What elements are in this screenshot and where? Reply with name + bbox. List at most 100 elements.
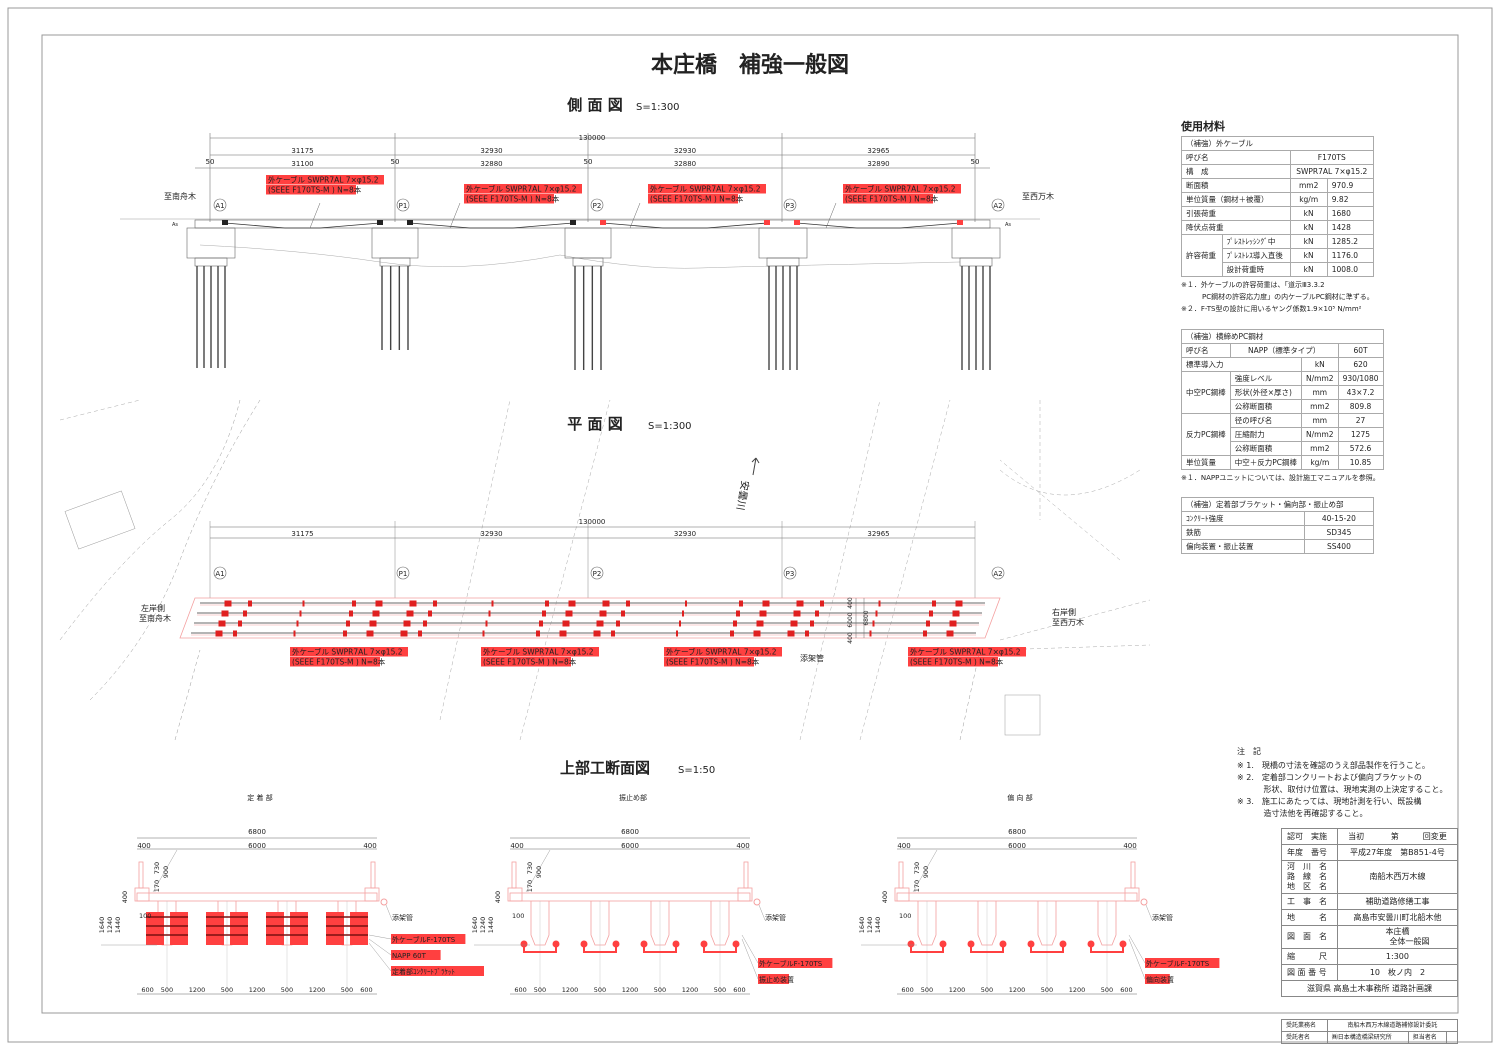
- table-cell: 公称断面積: [1229, 441, 1303, 456]
- table-cell: 809.8: [1337, 399, 1384, 414]
- cable-device-mark: [403, 620, 411, 627]
- bottom-dim: 500: [161, 986, 173, 994]
- cable-device-mark: [602, 600, 610, 607]
- title-block-value: 当初 第 回変更: [1336, 828, 1459, 845]
- support-a2-circle: [991, 198, 1005, 212]
- callout-leader: [1128, 934, 1146, 964]
- cable-device-mark: [352, 600, 356, 607]
- deviator-device: [1090, 944, 1124, 953]
- outer-border: [7, 7, 1493, 1043]
- right-bank-destination: 至西万木: [1052, 617, 1084, 627]
- side-cable-label-bg: [266, 175, 384, 185]
- cable-device-mark: [400, 630, 408, 637]
- cable-device-mark: [762, 600, 770, 607]
- title-block-row: 年度 番号平成27年度 第B851-4号: [1281, 844, 1459, 861]
- table-cell: 中空PC鋼棒: [1181, 371, 1231, 414]
- table-cell: 10.85: [1337, 455, 1384, 470]
- bottom-dim: 600: [514, 986, 526, 994]
- cable-device-mark: [753, 630, 761, 637]
- leader-line: [449, 202, 461, 229]
- dim-mid: 6000: [621, 842, 639, 850]
- side-cable-label-line2: (SEEE F170TS-M ) N=8本: [268, 185, 362, 195]
- plan-span-dim: 31175: [291, 530, 313, 538]
- bottom-dim: 1200: [949, 986, 966, 994]
- railing-left: [511, 861, 517, 889]
- title-block-label: 縮 尺: [1281, 948, 1338, 965]
- table-cell: SWPR7AL 7×φ15.2: [1289, 164, 1375, 179]
- cable-icon: [552, 940, 560, 948]
- cable-icon: [700, 940, 708, 948]
- side-cable-labels: 外ケーブル SWPR7AL 7×φ15.2(SEEE F170TS-M ) N=…: [266, 175, 961, 229]
- table-cell: 強度レベル: [1229, 371, 1303, 386]
- side-cable-label-line1: 外ケーブル SWPR7AL 7×φ15.2: [268, 175, 379, 185]
- anchor-mark: [794, 220, 800, 225]
- office-name: 滋賀県 高島土木事務所 道路計画課: [1281, 980, 1458, 997]
- cable-device-mark: [932, 600, 936, 607]
- callout-label: 外ケーブルF-170TS: [1146, 959, 1210, 968]
- dim-mid: 6000: [248, 842, 266, 850]
- clear-span-dim: 32890: [867, 160, 889, 168]
- clear-span-dim: 31100: [291, 160, 313, 168]
- cable-device-mark: [224, 600, 232, 607]
- height-dim: 730: [526, 862, 534, 874]
- anchor-bracket: [326, 912, 344, 945]
- cable-device-mark: [428, 610, 432, 617]
- table-cell: 構 成: [1181, 164, 1291, 179]
- left-dim-400: 400: [494, 891, 502, 903]
- river-flow-arrow-icon: [751, 457, 760, 476]
- plan-background-map: [59, 399, 1151, 741]
- map-linework: [59, 399, 241, 641]
- cable-device-mark: [730, 630, 734, 637]
- cable-device-mark: [542, 610, 546, 617]
- person-name: [1446, 1031, 1458, 1044]
- table-cell: kN: [1301, 357, 1339, 372]
- anchor-bracket: [170, 912, 188, 945]
- bottom-dim: 1200: [1009, 986, 1026, 994]
- notes-heading: 注 記: [1237, 747, 1261, 756]
- cable-device-mark: [875, 610, 878, 617]
- bottom-dim: 1200: [309, 986, 326, 994]
- pipe-label: 添架管: [392, 913, 413, 922]
- table-cell: 標準導入力: [1180, 357, 1303, 372]
- title-block-value: 南船木西万木線: [1336, 860, 1459, 894]
- drawing-title: 本庄橋 補強一般図: [651, 52, 849, 78]
- table-row: （補強）定着部ブラケット・偏向部・振止め部: [1181, 497, 1374, 512]
- cable-device-mark: [418, 630, 422, 637]
- bottom-dim: 1200: [189, 986, 206, 994]
- end-dim: 50: [584, 158, 593, 166]
- title-block-label: 河 川 名 路 線 名 地 区 名: [1281, 860, 1338, 894]
- cable-device-mark: [296, 620, 299, 627]
- table-cell: 形状(外径×厚さ): [1229, 385, 1303, 400]
- callout-label: 振止め装置: [759, 975, 794, 984]
- contractor-label: 受託者名: [1281, 1031, 1328, 1044]
- cable-device-mark: [793, 610, 801, 617]
- deviator-device: [910, 944, 944, 953]
- callout-leader: [368, 938, 392, 956]
- table-cell: N/mm2: [1301, 371, 1339, 386]
- dim-left: 400: [510, 842, 523, 850]
- cable-device-mark: [805, 630, 809, 637]
- cable-device-mark: [676, 630, 678, 637]
- left-height-dim: 1240: [866, 917, 874, 934]
- plan-view-title: 平 面 図: [567, 415, 622, 433]
- side-cable-label-bg2: [648, 194, 738, 204]
- left-bank-label: 左岸側: [141, 603, 165, 613]
- table-cell: kN: [1289, 248, 1328, 263]
- cable-device-mark: [372, 610, 380, 617]
- ground-line: [199, 244, 961, 269]
- plan-support-p2: P2: [593, 570, 602, 578]
- map-linework: [994, 644, 1151, 651]
- side-as-right: As: [1005, 222, 1011, 228]
- support-a2: A2: [993, 202, 1002, 210]
- anchor-bracket: [206, 912, 224, 945]
- bottom-dim: 600: [733, 986, 745, 994]
